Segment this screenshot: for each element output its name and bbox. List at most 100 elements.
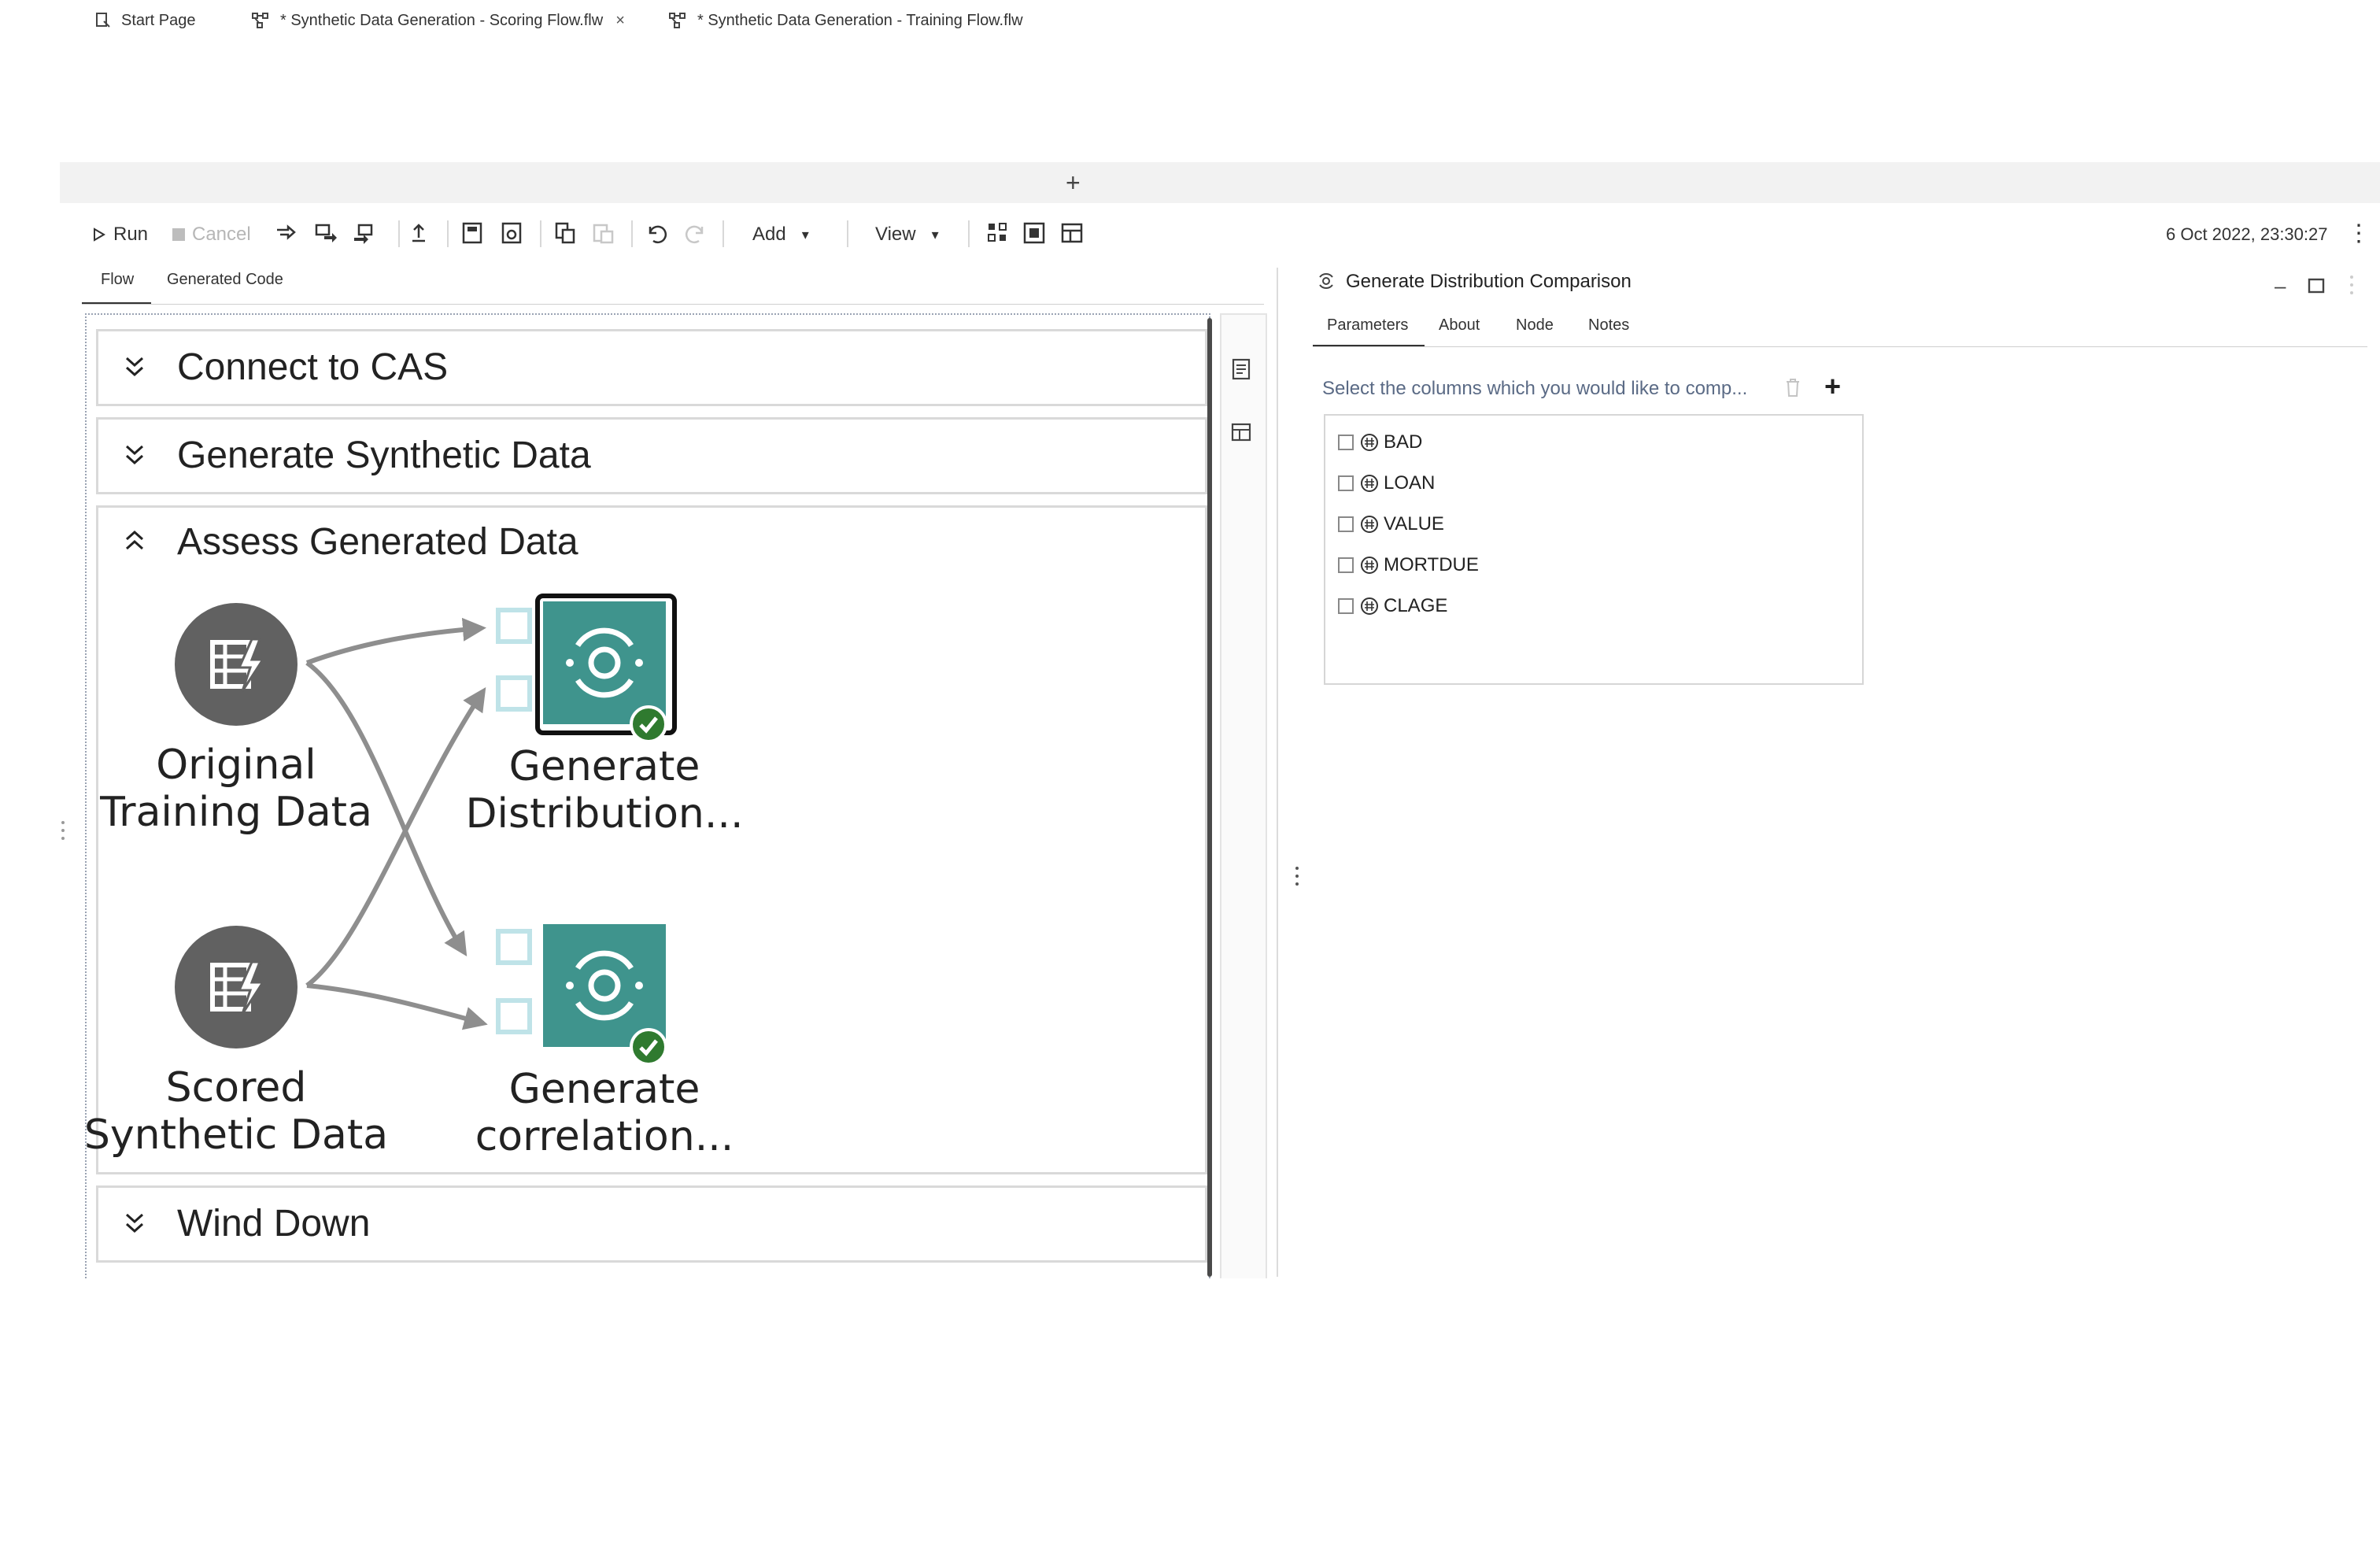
double-chevron-up-icon[interactable] — [120, 527, 149, 555]
double-chevron-down-icon[interactable] — [120, 440, 149, 468]
overview-icon[interactable] — [1059, 220, 1085, 246]
node-generate-distribution[interactable] — [543, 601, 666, 724]
eye-scan-icon — [566, 950, 643, 1021]
toolbar-separator — [540, 220, 541, 247]
save-icon[interactable] — [460, 220, 485, 246]
swimlane-wind-down[interactable]: Wind Down — [96, 1185, 1207, 1263]
double-chevron-down-icon[interactable] — [120, 352, 149, 380]
eye-scan-icon — [1319, 273, 1333, 289]
undo-icon[interactable] — [644, 220, 669, 246]
numeric-column-icon — [1361, 557, 1378, 574]
fit-to-screen-icon[interactable] — [1022, 220, 1047, 246]
checkbox[interactable] — [1338, 435, 1354, 450]
minimize-icon[interactable]: – — [2275, 274, 2286, 298]
numeric-column-icon — [1361, 475, 1378, 492]
tab-node[interactable]: Node — [1516, 316, 1554, 334]
node-details-icon[interactable] — [1229, 357, 1253, 381]
close-tab-icon[interactable]: × — [615, 11, 625, 29]
tab-notes[interactable]: Notes — [1588, 316, 1630, 334]
panel-more-icon[interactable] — [2349, 274, 2355, 296]
active-tab-indicator — [82, 302, 151, 305]
flow-icon — [252, 13, 268, 28]
canvas-scrollbar[interactable] — [1207, 318, 1212, 1277]
add-tab-button[interactable]: + — [1066, 168, 1081, 197]
tab-about[interactable]: About — [1439, 316, 1480, 334]
divider — [1313, 346, 2367, 347]
panel-splitter[interactable] — [1277, 268, 1278, 1277]
checkbox[interactable] — [1338, 598, 1354, 614]
overview-panel-icon[interactable] — [1229, 420, 1253, 444]
active-tab-indicator — [1313, 345, 1425, 347]
redo-icon[interactable] — [683, 220, 708, 246]
save-as-icon[interactable] — [499, 220, 524, 246]
add-menu-button[interactable]: Add ▾ — [752, 220, 809, 249]
left-grip-icon[interactable] — [60, 819, 66, 842]
upload-icon[interactable] — [406, 220, 431, 246]
input-port[interactable] — [496, 675, 532, 712]
tab-flow[interactable]: Flow — [101, 271, 135, 288]
checkbox[interactable] — [1338, 516, 1354, 532]
node-label-line: Synthetic Data — [83, 1111, 389, 1159]
node-label: Generate correlation... — [439, 1066, 770, 1160]
node-original-training-data[interactable] — [175, 603, 298, 726]
move-node-icon[interactable] — [274, 220, 299, 246]
checkbox[interactable] — [1338, 475, 1354, 491]
tab-label: * Synthetic Data Generation - Training F… — [697, 11, 1023, 29]
node-scored-synthetic-data[interactable] — [175, 926, 298, 1049]
node-label: Original Training Data — [71, 742, 401, 836]
input-port[interactable] — [496, 608, 532, 644]
more-options-icon[interactable]: ⋮ — [2347, 220, 2371, 246]
list-item[interactable]: LOAN — [1338, 469, 1435, 497]
chevron-down-icon: ▾ — [931, 226, 939, 242]
double-chevron-down-icon[interactable] — [120, 1208, 149, 1237]
swimlane-generate-synthetic-data[interactable]: Generate Synthetic Data — [96, 417, 1207, 494]
tab-parameters[interactable]: Parameters — [1327, 316, 1409, 334]
column-name: VALUE — [1384, 513, 1444, 534]
copy-icon[interactable] — [552, 220, 578, 246]
paste-icon[interactable] — [590, 220, 615, 246]
trash-icon[interactable] — [1783, 376, 1802, 398]
swimlane-connect-to-cas[interactable]: Connect to CAS — [96, 329, 1207, 406]
node-label-line: correlation... — [475, 1113, 734, 1160]
run-from-node-icon[interactable] — [313, 220, 338, 246]
cancel-label: Cancel — [192, 224, 251, 245]
last-run-timestamp: 6 Oct 2022, 23:30:27 — [2166, 224, 2328, 244]
list-item[interactable]: MORTDUE — [1338, 551, 1479, 579]
swimlane-title: Assess Generated Data — [177, 521, 578, 563]
tab-training-flow[interactable]: * Synthetic Data Generation - Training F… — [653, 0, 1062, 41]
chevron-down-icon: ▾ — [801, 226, 809, 242]
input-port[interactable] — [496, 929, 532, 965]
numeric-column-icon — [1361, 434, 1378, 451]
checkbox[interactable] — [1338, 557, 1354, 573]
node-label-line: Original — [156, 742, 316, 789]
tab-start-page[interactable]: Start Page — [79, 0, 242, 41]
add-column-button[interactable]: + — [1824, 370, 1842, 402]
toolbar-separator — [398, 220, 400, 247]
tab-scoring-flow[interactable]: * Synthetic Data Generation - Scoring Fl… — [228, 0, 661, 41]
tab-label: Start Page — [121, 11, 196, 29]
success-check-icon — [630, 1028, 667, 1066]
list-item[interactable]: VALUE — [1338, 510, 1444, 538]
node-label-line: Scored — [165, 1064, 307, 1111]
table-lightning-icon — [210, 638, 265, 692]
arrange-nodes-icon[interactable] — [985, 220, 1011, 246]
tab-generated-code[interactable]: Generated Code — [167, 271, 283, 288]
view-menu-button[interactable]: View ▾ — [875, 220, 939, 249]
run-button[interactable]: Run — [91, 220, 148, 249]
input-port[interactable] — [496, 998, 532, 1034]
cancel-button[interactable]: Cancel — [172, 220, 251, 249]
node-generate-correlation[interactable] — [543, 924, 666, 1047]
numeric-column-icon — [1361, 597, 1378, 615]
maximize-icon[interactable] — [2308, 277, 2325, 294]
splitter-grip-icon[interactable] — [1294, 864, 1300, 888]
canvas-side-toolbar — [1220, 313, 1267, 1278]
eye-scan-icon — [566, 627, 643, 698]
swimlane-title: Wind Down — [177, 1203, 371, 1245]
list-item[interactable]: CLAGE — [1338, 592, 1447, 620]
success-check-icon — [630, 705, 667, 743]
column-name: CLAGE — [1384, 595, 1448, 616]
list-item[interactable]: BAD — [1338, 428, 1422, 457]
run-to-node-icon[interactable] — [351, 220, 376, 246]
toolbar-separator — [847, 220, 848, 247]
column-name: BAD — [1384, 431, 1423, 453]
